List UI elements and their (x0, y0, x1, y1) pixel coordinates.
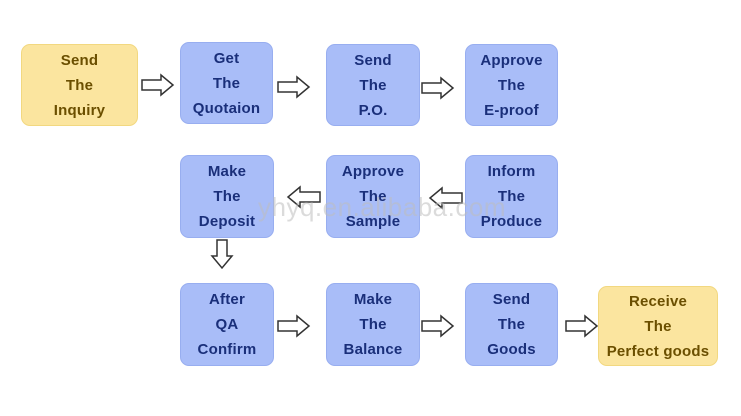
step-line: Produce (480, 213, 543, 230)
step-line: The (497, 188, 526, 205)
left-arrow-icon (428, 186, 463, 210)
step-send-the-po: Send The P.O. (326, 44, 420, 126)
step-line: Confirm (197, 341, 257, 358)
right-arrow-icon (277, 75, 311, 99)
step-line: The (497, 316, 526, 333)
step-after-qa-confirm: After QA Confirm (180, 283, 274, 366)
step-line: Make (353, 291, 393, 308)
step-line: The (212, 74, 241, 92)
step-line: After (208, 291, 245, 308)
step-line: Perfect goods (606, 342, 710, 360)
step-make-the-balance: Make The Balance (326, 283, 420, 366)
step-make-the-deposit: Make The Deposit (180, 155, 274, 238)
step-line: E-proof (484, 101, 539, 119)
step-line: The (497, 76, 526, 94)
step-line: P.O. (358, 101, 388, 119)
step-line: Make (207, 163, 247, 180)
step-line: Get (213, 49, 240, 67)
right-arrow-icon (277, 314, 311, 338)
step-line: Deposit (198, 213, 256, 230)
step-line: The (213, 188, 241, 205)
left-arrow-icon (286, 185, 321, 209)
step-line: QA (215, 316, 239, 333)
step-line: Approve (480, 51, 543, 69)
step-line: The (359, 316, 387, 333)
step-line: Send (492, 291, 531, 308)
step-line: Receive (628, 292, 688, 310)
right-arrow-icon (421, 76, 455, 100)
step-receive-the-perfect-goods: Receive The Perfect goods (598, 286, 718, 366)
step-line: The (359, 76, 387, 94)
step-line: The (644, 317, 672, 335)
step-line: The (359, 188, 387, 205)
step-line: Approve (341, 163, 405, 180)
right-arrow-icon (141, 73, 175, 97)
down-arrow-icon (210, 239, 234, 270)
step-inform-the-produce: Inform The Produce (465, 155, 558, 238)
step-line: Send (354, 51, 392, 69)
step-line: Inform (487, 163, 536, 180)
step-line: Send (60, 51, 99, 69)
step-send-the-goods: Send The Goods (465, 283, 558, 366)
step-send-the-inquiry: Send The Inquiry (21, 44, 138, 126)
step-approve-the-e-proof: Approve The E-proof (465, 44, 558, 126)
right-arrow-icon (421, 314, 455, 338)
step-line: Sample (345, 213, 401, 230)
step-approve-the-sample: Approve The Sample (326, 155, 420, 238)
step-line: The (65, 76, 94, 94)
step-line: Inquiry (53, 101, 106, 119)
right-arrow-icon (565, 314, 599, 338)
step-line: Goods (487, 341, 536, 358)
step-line: Balance (343, 341, 403, 358)
step-line: Quotaion (192, 99, 261, 117)
step-get-the-quotaion: Get The Quotaion (180, 42, 273, 124)
